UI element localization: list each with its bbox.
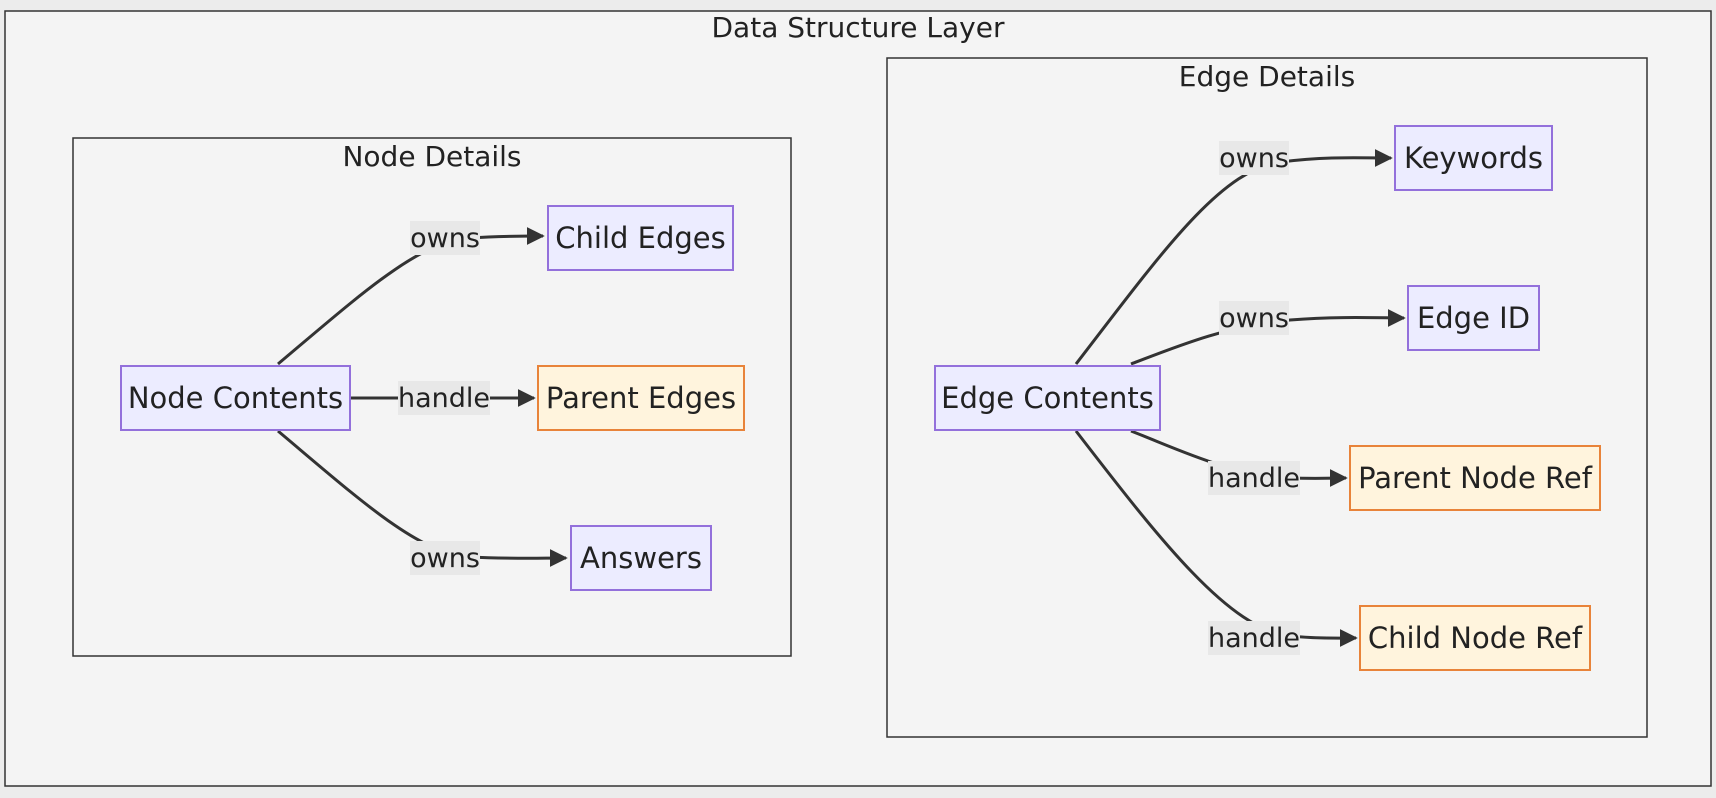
node-parent-edges-label: Parent Edges — [546, 381, 736, 415]
edge-label-handle-parent-edges: handle — [398, 383, 490, 414]
node-node-contents-box[interactable] — [120, 365, 351, 431]
node-child-node-ref[interactable]: Child Node Ref — [1359, 605, 1591, 671]
edge-label-bg — [410, 221, 480, 255]
node-edge-contents[interactable]: Edge Contents — [934, 365, 1161, 431]
edge-label-bg — [398, 381, 490, 415]
cluster-data-structure-layer-title: Data Structure Layer — [712, 11, 1005, 44]
edge-label-owns-edge-id: owns — [1219, 303, 1289, 334]
edge-label-handle-parent-node-ref: handle — [1208, 463, 1300, 494]
node-parent-node-ref-label: Parent Node Ref — [1358, 461, 1593, 495]
edge-edge-contents-to-edge-id — [1130, 308, 1406, 366]
node-keywords-box[interactable] — [1394, 125, 1553, 191]
node-child-edges-label: Child Edges — [555, 221, 725, 255]
node-edge-id[interactable]: Edge ID — [1407, 285, 1540, 351]
node-child-node-ref-label: Child Node Ref — [1368, 621, 1583, 655]
node-keywords[interactable]: Keywords — [1394, 125, 1553, 191]
node-parent-edges-box[interactable] — [537, 365, 745, 431]
node-parent-node-ref[interactable]: Parent Node Ref — [1349, 445, 1601, 511]
edge-labels-edge-details: owns owns handle handle — [1208, 141, 1300, 655]
edge-label-owns-child-edges: owns — [410, 223, 480, 254]
edge-label-handle-child-node-ref: handle — [1208, 623, 1300, 654]
node-child-edges[interactable]: Child Edges — [547, 205, 734, 271]
node-child-edges-box[interactable] — [547, 205, 734, 271]
node-child-node-ref-box[interactable] — [1359, 605, 1591, 671]
node-node-contents[interactable]: Node Contents — [120, 365, 351, 431]
edge-label-bg — [1208, 621, 1300, 655]
node-edge-contents-box[interactable] — [934, 365, 1161, 431]
cluster-edge-details-title: Edge Details — [1179, 60, 1355, 93]
edge-label-owns-keywords: owns — [1219, 143, 1289, 174]
edge-label-bg — [1219, 141, 1289, 175]
edge-label-bg — [1219, 301, 1289, 335]
node-answers-label: Answers — [580, 541, 702, 575]
node-answers-box[interactable] — [570, 525, 712, 591]
node-parent-edges[interactable]: Parent Edges — [537, 365, 745, 431]
edge-labels-node-details: owns handle owns — [398, 221, 490, 575]
node-answers[interactable]: Answers — [570, 525, 712, 591]
node-node-contents-label: Node Contents — [128, 381, 343, 415]
node-edge-id-label: Edge ID — [1417, 301, 1530, 335]
cluster-node-details-title: Node Details — [342, 140, 521, 173]
edge-label-owns-answers: owns — [410, 543, 480, 574]
node-edge-contents-label: Edge Contents — [941, 381, 1154, 415]
node-edge-id-box[interactable] — [1407, 285, 1540, 351]
edge-label-bg — [410, 541, 480, 575]
node-parent-node-ref-box[interactable] — [1349, 445, 1601, 511]
edge-label-bg — [1208, 461, 1300, 495]
node-keywords-label: Keywords — [1404, 141, 1543, 175]
